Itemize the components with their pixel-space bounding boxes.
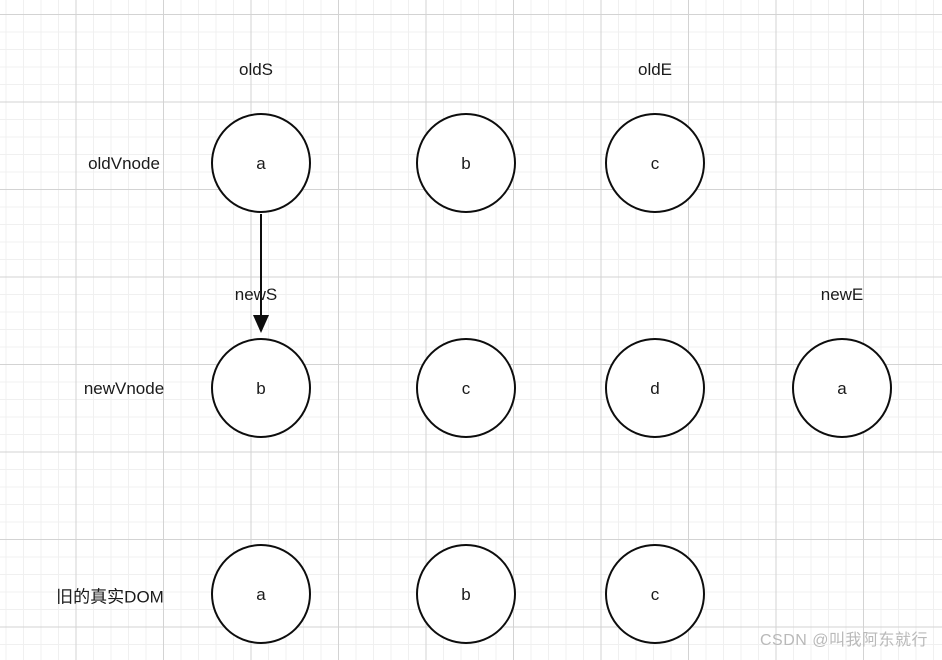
node-oldrealdom-2[interactable]: c [605, 544, 705, 644]
node-newvnode-0[interactable]: b [211, 338, 311, 438]
row-label-oldvnode: oldVnode [88, 154, 160, 173]
node-oldvnode-0[interactable]: a [211, 113, 311, 213]
row-label-newvnode: newVnode [83, 379, 165, 398]
node-oldvnode-1[interactable]: b [416, 113, 516, 213]
node-oldrealdom-1[interactable]: b [416, 544, 516, 644]
node-oldvnode-2[interactable]: c [605, 113, 705, 213]
csdn-watermark: CSDN @叫我阿东就行 [759, 632, 928, 649]
node-newvnode-3[interactable]: a [792, 338, 892, 438]
node-newvnode-1[interactable]: c [416, 338, 516, 438]
pointer-label-olde: oldE [637, 60, 673, 79]
pointer-label-newe: newE [820, 285, 864, 304]
node-newvnode-2[interactable]: d [605, 338, 705, 438]
pointer-label-olds: oldS [238, 60, 274, 79]
pointer-label-news: newS [234, 285, 278, 304]
node-oldrealdom-0[interactable]: a [211, 544, 311, 644]
row-label-old-real-dom: 旧的真实DOM [56, 587, 164, 607]
